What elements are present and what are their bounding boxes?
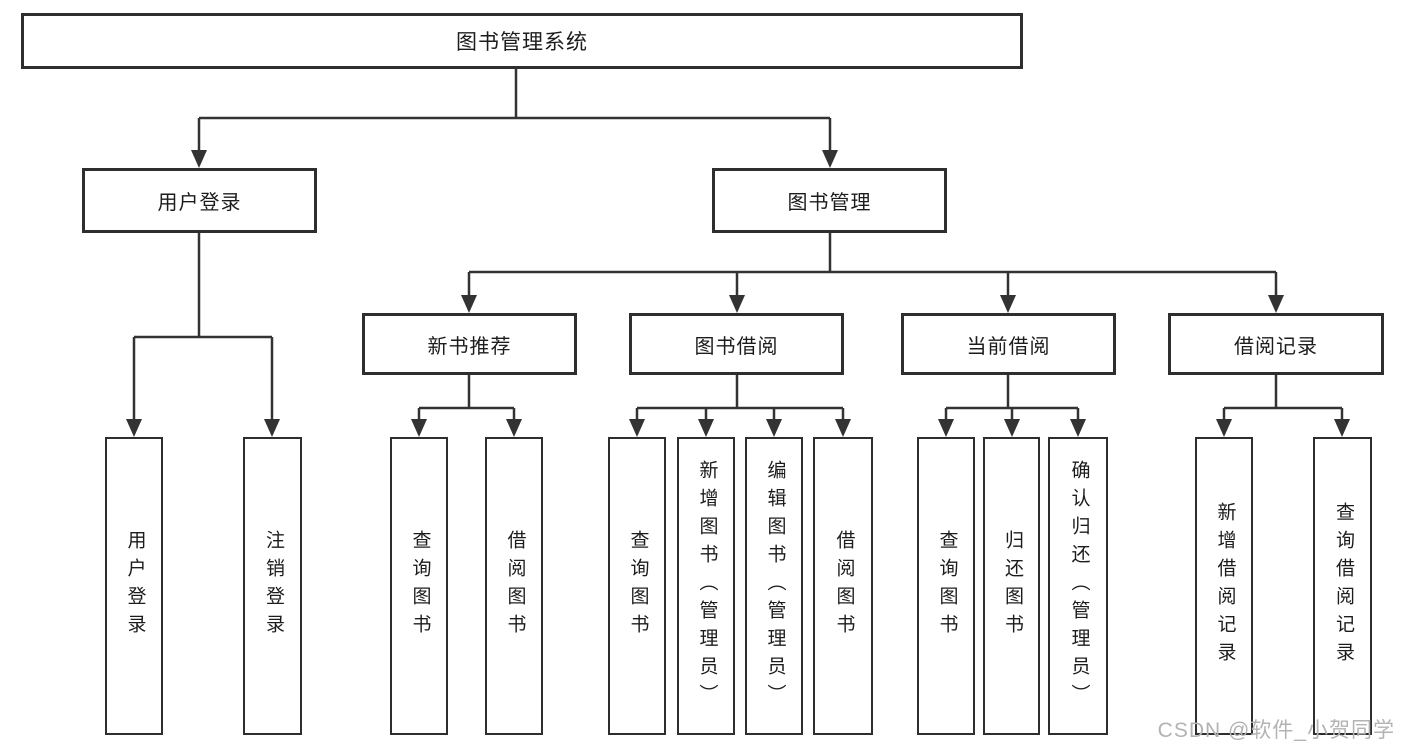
leaf-confirm-return-admin: 确认归还（管理员） (1048, 437, 1108, 735)
leaf-borrow-books-2: 借阅图书 (813, 437, 873, 735)
leaf-label: 编辑图书（管理员） (764, 460, 786, 712)
leaf-label: 借阅图书 (504, 530, 526, 642)
leaf-label: 查询图书 (936, 530, 958, 642)
node-label: 用户登录 (157, 192, 242, 214)
node-label: 新书推荐 (427, 335, 512, 358)
leaf-label: 查询图书 (409, 530, 431, 642)
leaf-label: 新增借阅记录 (1214, 502, 1236, 670)
leaf-logout: 注销登录 (243, 437, 302, 735)
node-label: 图书管理 (787, 192, 872, 214)
node-library-management-system: 图书管理系统 (21, 13, 1023, 69)
node-label: 图书借阅 (694, 335, 779, 358)
arrowheads (126, 150, 1350, 437)
leaf-label: 查询借阅记录 (1332, 502, 1354, 670)
node-label: 图书管理系统 (456, 31, 588, 54)
leaf-edit-book-admin: 编辑图书（管理员） (745, 437, 803, 735)
leaf-label: 查询图书 (627, 530, 649, 642)
leaf-query-books-2: 查询图书 (608, 437, 666, 735)
node-label: 借阅记录 (1234, 335, 1318, 358)
csdn-watermark: CSDN @软件_小贺同学 (1157, 719, 1395, 742)
leaf-label: 注销登录 (262, 530, 284, 642)
leaf-add-book-admin: 新增图书（管理员） (677, 437, 735, 735)
leaf-label: 新增图书（管理员） (696, 460, 718, 712)
leaf-add-borrow-record: 新增借阅记录 (1195, 437, 1253, 735)
leaf-label: 归还图书 (1001, 530, 1023, 642)
leaf-query-books-1: 查询图书 (390, 437, 448, 735)
node-new-book-recommendation: 新书推荐 (362, 313, 577, 375)
node-user-login: 用户登录 (82, 168, 317, 233)
node-current-borrowing: 当前借阅 (901, 313, 1116, 375)
node-book-management: 图书管理 (712, 168, 947, 233)
node-label: 当前借阅 (966, 335, 1051, 358)
leaf-user-login: 用户登录 (105, 437, 163, 735)
leaf-query-books-3: 查询图书 (917, 437, 975, 735)
leaf-label: 借阅图书 (833, 530, 855, 642)
node-borrowing-records: 借阅记录 (1168, 313, 1384, 375)
leaf-label: 用户登录 (124, 530, 146, 642)
connector-strokes (132, 69, 1344, 421)
leaf-return-book: 归还图书 (983, 437, 1040, 735)
leaf-label: 确认归还（管理员） (1068, 460, 1090, 712)
leaf-query-borrow-record: 查询借阅记录 (1313, 437, 1372, 735)
leaf-borrow-books-1: 借阅图书 (485, 437, 543, 735)
node-book-borrowing: 图书借阅 (629, 313, 844, 375)
